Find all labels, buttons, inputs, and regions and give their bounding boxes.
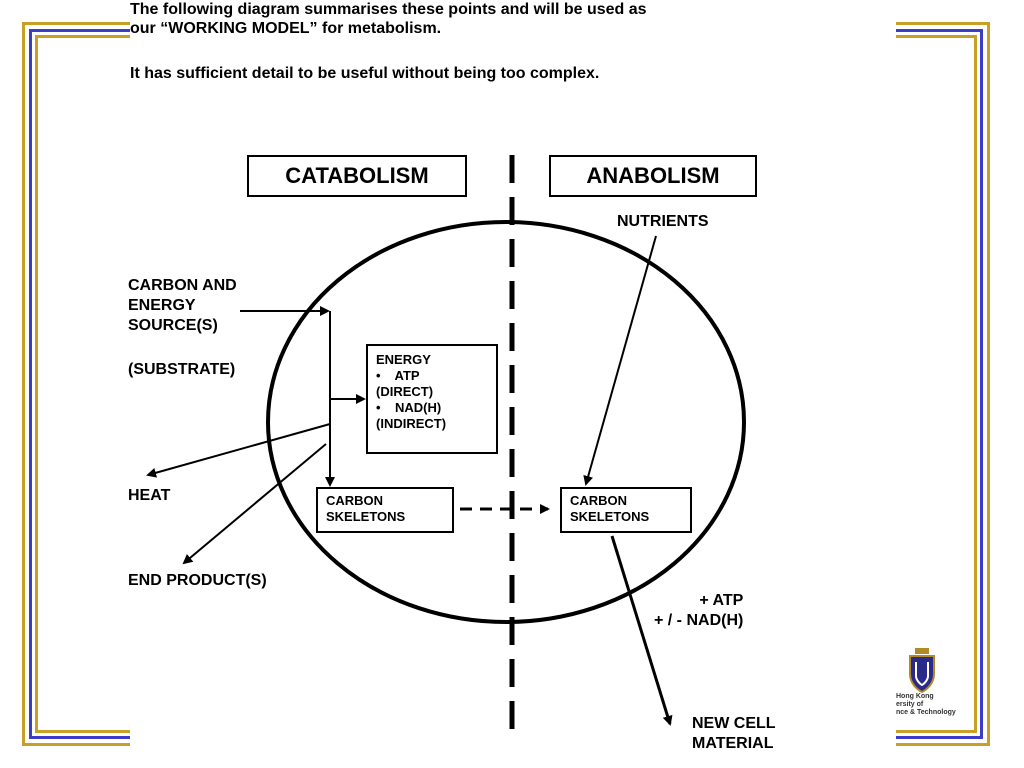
substrate-label: (SUBSTRATE) <box>128 361 236 378</box>
arrow-nutrients <box>583 235 657 486</box>
energy-box: ENERGY • ATP (DIRECT) • NAD(H) (INDIRECT… <box>366 344 498 454</box>
carbon-skeletons-anabolism: CARBON SKELETONS <box>560 487 692 533</box>
arrow-to-heat <box>146 423 331 478</box>
carbon-skeletons-catabolism: CARBON SKELETONS <box>316 487 454 533</box>
heat-label: HEAT <box>128 487 171 504</box>
energy-box-text: ENERGY • ATP (DIRECT) • NAD(H) (INDIRECT… <box>376 352 447 431</box>
carbon-energy-source-label: CARBON AND ENERGY SOURCE(S) <box>128 277 237 334</box>
cell-boundary <box>266 220 746 624</box>
catabolism-title: CATABOLISM <box>247 155 467 197</box>
intro-line-3: It has sufficient detail to be useful wi… <box>130 65 600 82</box>
university-crest-icon <box>909 648 935 694</box>
arrow-to-new-cell-material <box>610 535 673 726</box>
anabolism-title: ANABOLISM <box>549 155 757 197</box>
carbon-skeletons-catabolism-label: CARBON SKELETONS <box>326 493 406 524</box>
end-products-label: END PRODUCT(S) <box>128 572 267 589</box>
nutrients-label: NUTRIENTS <box>617 213 709 230</box>
university-name-text: Hong Kong ersity of nce & Technology <box>896 693 956 716</box>
intro-line-1: The following diagram summarises these p… <box>130 1 647 18</box>
intro-line-2: our “WORKING MODEL” for metabolism. <box>130 20 442 37</box>
new-cell-material-label: NEW CELL MATERIAL <box>692 715 776 752</box>
atp-nad-label: + ATP + / - NAD(H) <box>654 592 744 629</box>
arrow-to-end-products <box>182 443 327 565</box>
carbon-skeletons-anabolism-label: CARBON SKELETONS <box>570 493 650 524</box>
